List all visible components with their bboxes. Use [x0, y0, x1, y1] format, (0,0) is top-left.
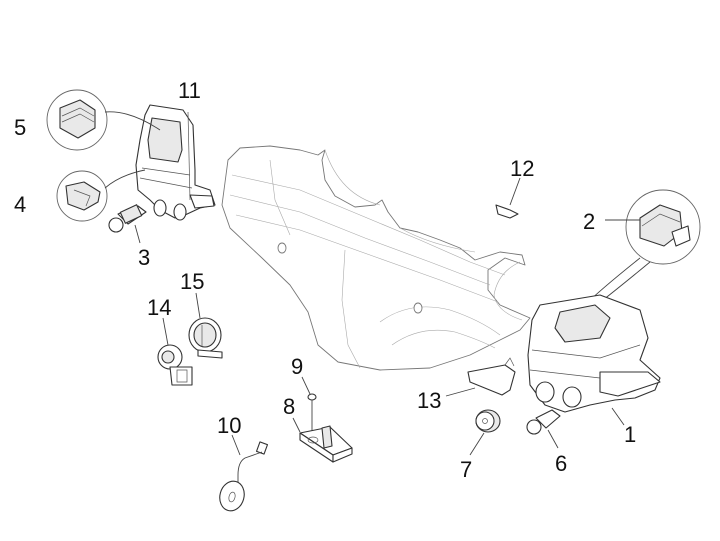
- handlebar-cover-body: [221, 145, 531, 371]
- part-4-callout: [56, 169, 146, 222]
- part-5-callout: [46, 89, 161, 151]
- label-part-8: 8: [283, 394, 295, 419]
- label-part-3: 3: [138, 245, 150, 270]
- part-13-lens: [445, 357, 516, 397]
- label-part-7: 7: [460, 457, 472, 482]
- label-part-11: 11: [178, 78, 201, 103]
- part-3-push-button: [108, 204, 147, 244]
- part-15-lock-ring: [188, 292, 223, 359]
- part-12-bulb: [495, 177, 521, 219]
- label-part-13: 13: [417, 388, 441, 413]
- part-7-grommet: [469, 409, 501, 456]
- part-labels: 11 5 4 3 12 2 15 14 9 8 13 1 10 7 6: [14, 78, 636, 482]
- label-part-1: 1: [624, 422, 636, 447]
- label-part-10: 10: [217, 413, 241, 438]
- label-part-9: 9: [291, 354, 303, 379]
- label-part-14: 14: [147, 295, 171, 320]
- part-9-screw: [301, 376, 317, 432]
- part-1-handlebar-cover: [527, 294, 661, 426]
- part-2-callout: [584, 189, 701, 311]
- label-part-6: 6: [555, 451, 567, 476]
- part-14-lock-barrel: [157, 317, 193, 386]
- label-part-2: 2: [583, 209, 595, 234]
- label-part-5: 5: [14, 115, 26, 140]
- label-part-12: 12: [510, 156, 534, 181]
- part-10-ring-terminal: [219, 434, 269, 512]
- part-8-bracket-plate: [292, 417, 353, 463]
- part-11-switch-housing: [135, 104, 216, 221]
- label-part-4: 4: [14, 192, 26, 217]
- label-part-15: 15: [180, 269, 204, 294]
- part-6-push-button: [526, 409, 561, 449]
